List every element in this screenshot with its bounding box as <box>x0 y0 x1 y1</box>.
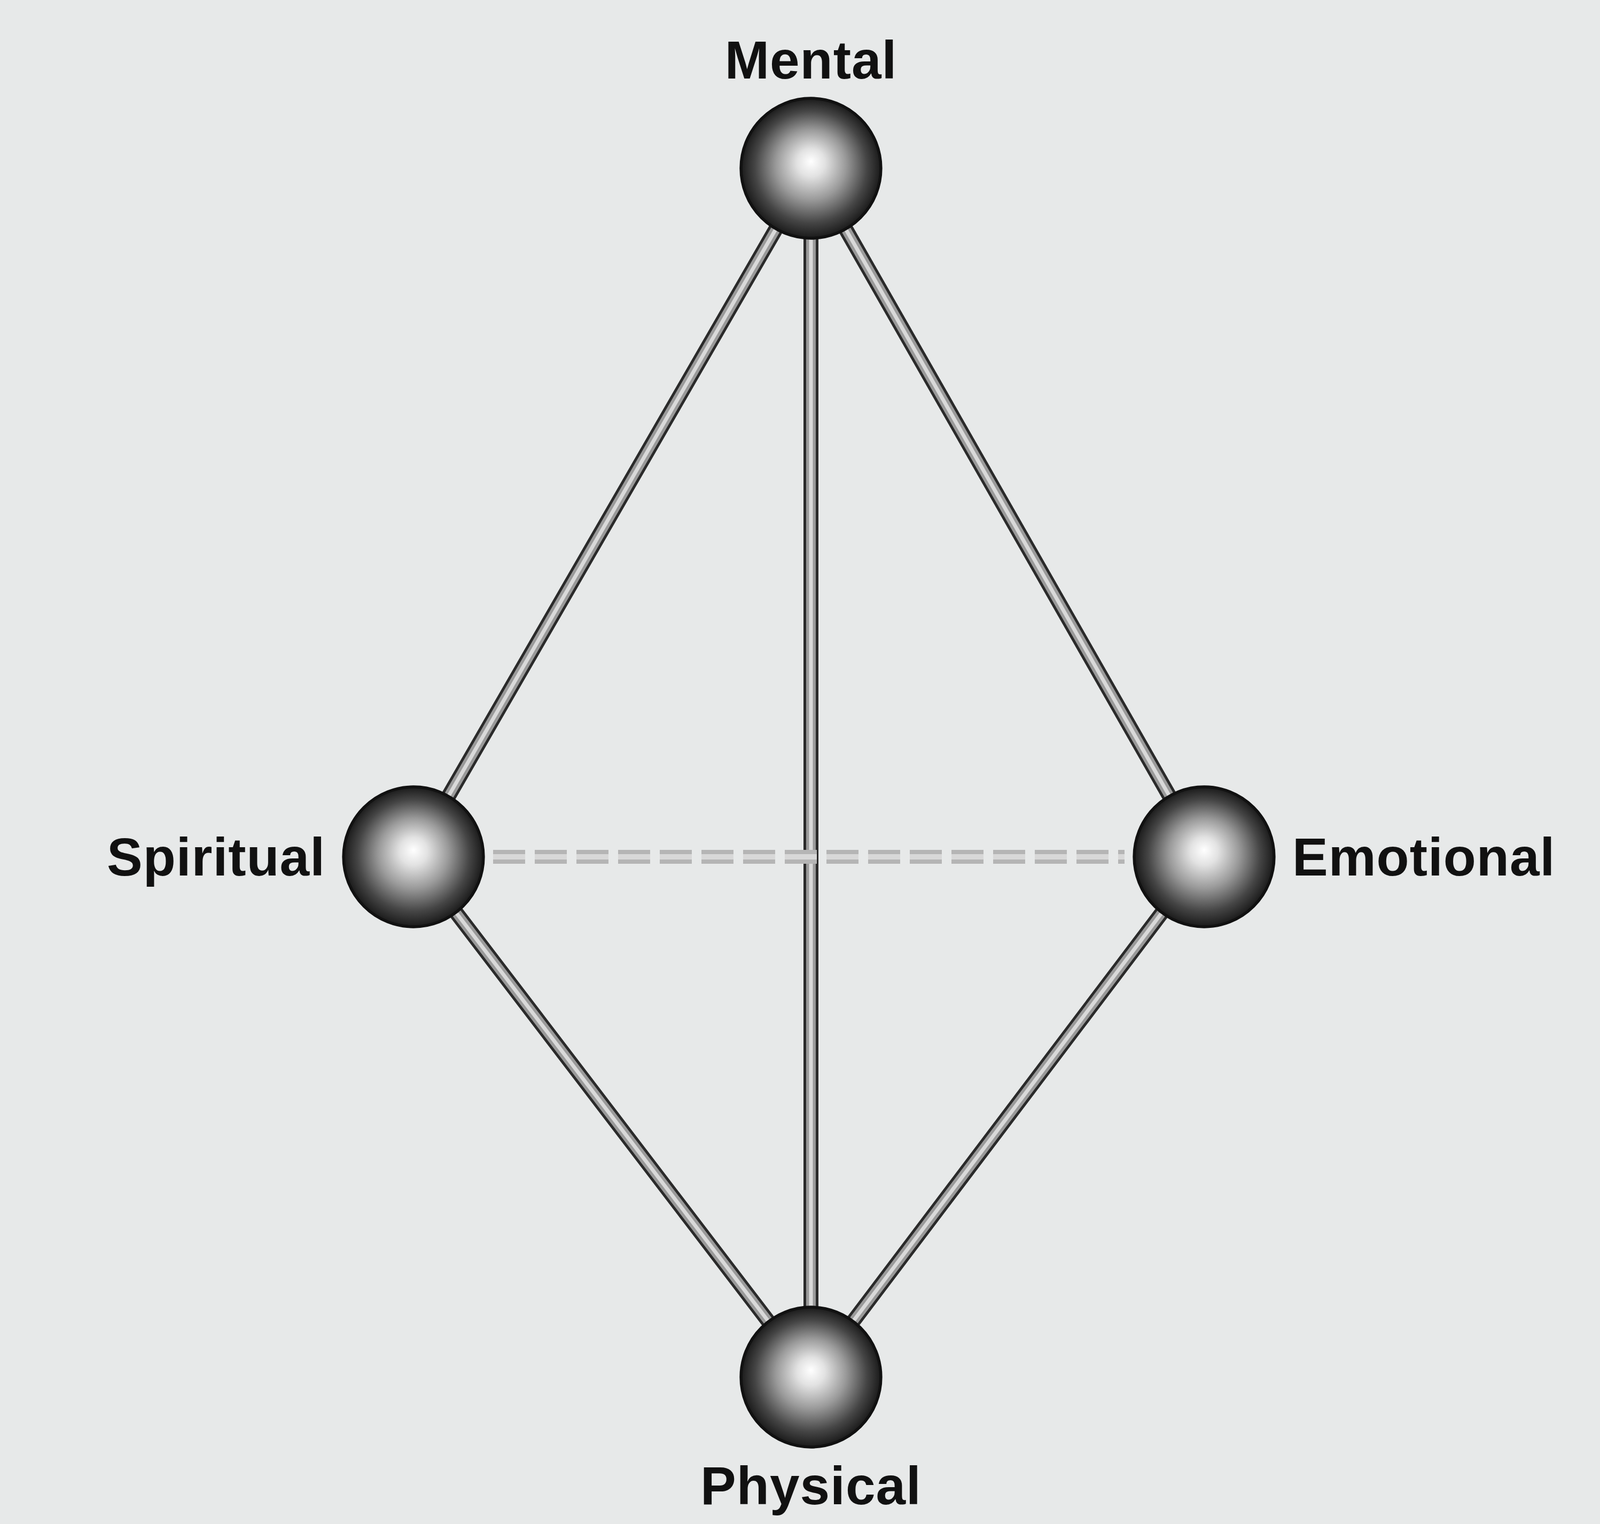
sphere-node: Mental <box>738 96 884 241</box>
rod-connector <box>447 228 777 798</box>
sphere <box>738 1305 884 1450</box>
node-label: Emotional <box>1292 830 1556 884</box>
sphere <box>738 96 884 241</box>
sphere <box>341 784 486 930</box>
sphere-node: Spiritual <box>341 784 486 930</box>
sphere-node: Emotional <box>1132 784 1277 930</box>
rod-connector <box>810 237 812 1309</box>
node-label: Physical <box>700 1458 922 1513</box>
sphere <box>1132 784 1277 930</box>
rod-connector <box>845 228 1170 798</box>
rod-connector <box>852 911 1163 1323</box>
sphere-node: Physical <box>738 1305 884 1450</box>
dashed-connector <box>493 856 1125 858</box>
rod-connector <box>455 911 769 1323</box>
node-label: Mental <box>724 33 898 87</box>
node-label: Spiritual <box>106 830 326 884</box>
